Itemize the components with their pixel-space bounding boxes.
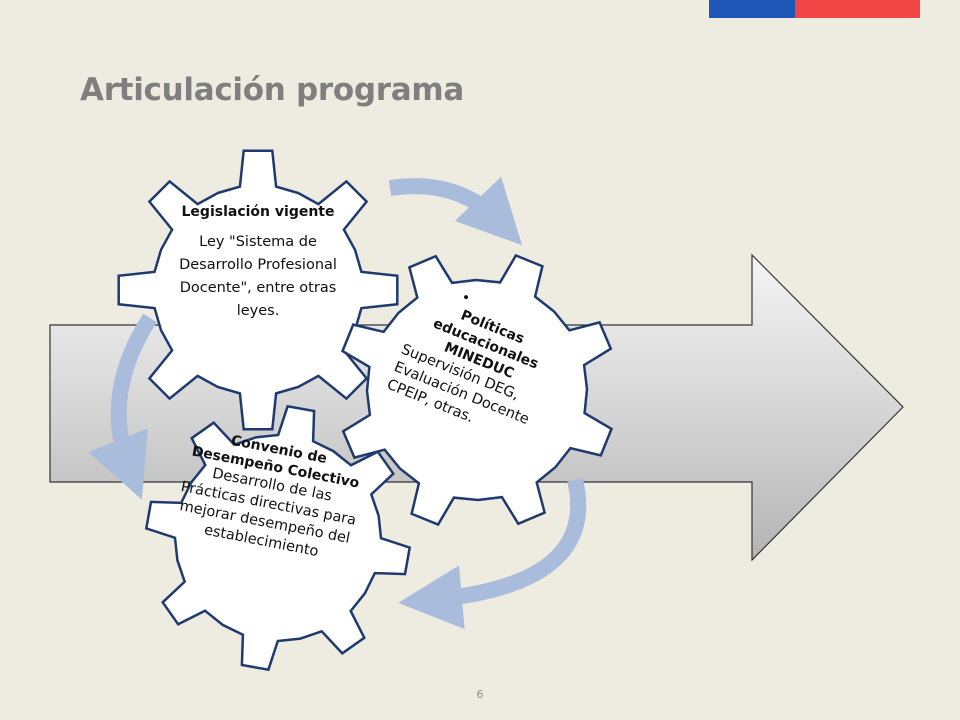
cycle-arrow-left — [88, 313, 157, 500]
gear-legislacion-heading: Legislación vigente — [181, 204, 335, 220]
gear-politicas — [340, 253, 614, 527]
cycle-arrow-top — [388, 176, 523, 246]
gear-legislacion-text: Legislación vigente Ley "Sistema de Desa… — [170, 202, 346, 323]
flag-red-band — [795, 0, 920, 18]
cycle-arrow-right — [398, 478, 587, 630]
gear-convenio — [144, 404, 412, 672]
page-title: Articulación programa — [80, 72, 464, 108]
flag-blue-band — [709, 0, 795, 18]
gear-legislacion — [117, 149, 399, 431]
gear-legislacion-body: Ley "Sistema de Desarrollo Profesional D… — [179, 234, 337, 319]
flag-stripe — [709, 0, 920, 18]
page-number: 6 — [476, 688, 484, 701]
